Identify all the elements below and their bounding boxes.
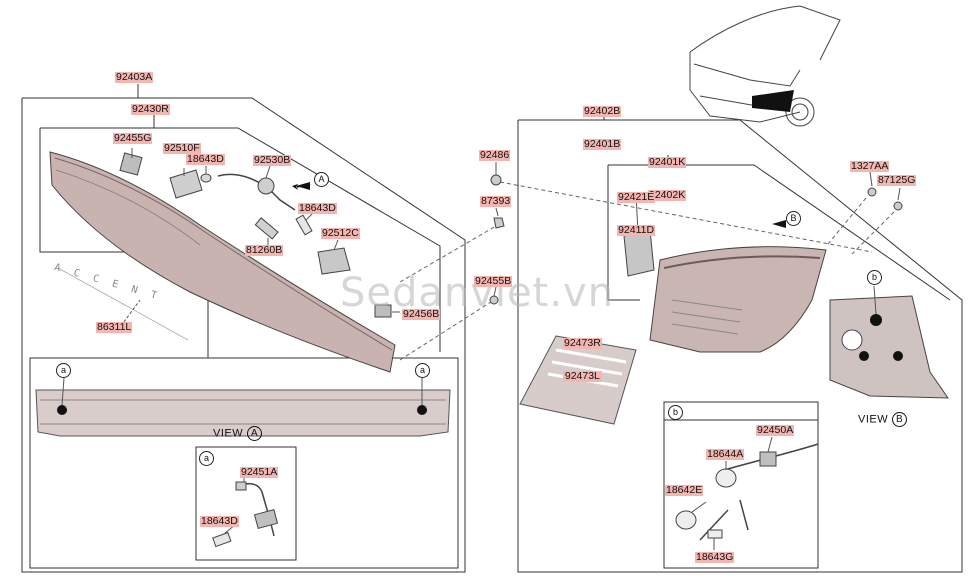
label-92402K: 92402K <box>648 189 687 201</box>
label-92450A: 92450A <box>756 424 795 436</box>
part-18643D-detail <box>212 531 232 548</box>
label-92411D: 92411D <box>617 224 656 236</box>
subassembly-outline-92430R <box>40 127 441 352</box>
car-sketch <box>689 5 841 127</box>
label-92456B: 92456B <box>402 308 441 320</box>
label-18643G: 18643G <box>695 551 735 563</box>
part-92486 <box>490 174 502 186</box>
label-92402B-92401B: 92402B 92401B <box>583 84 622 161</box>
marker-B: B <box>786 211 801 226</box>
marker-a-detail: a <box>199 451 214 466</box>
label-18642E: 18642E <box>665 484 704 496</box>
label-92473R-92473L: 92473R 92473L <box>563 316 602 393</box>
label-92421E-92411D: 92421E 92411D <box>617 170 656 247</box>
label-18643D-top: 18643D <box>186 153 225 165</box>
label-92451A: 92451A <box>240 466 279 478</box>
marker-b-view: b <box>867 270 882 285</box>
marker-a-left: a <box>56 363 71 378</box>
label-86311L: 86311L <box>96 321 133 333</box>
view-b-letter: B <box>892 412 908 427</box>
marker-a-right: a <box>415 363 430 378</box>
label-92512C: 92512C <box>321 227 360 239</box>
part-18643D-top <box>200 173 212 183</box>
view-a-letter: A <box>247 426 263 441</box>
label-92473R: 92473R <box>563 337 602 349</box>
label-92530B: 92530B <box>253 154 292 166</box>
view-a-text: VIEW <box>213 427 244 440</box>
label-92403A: 92403A <box>115 71 154 83</box>
label-87393: 87393 <box>480 195 512 207</box>
part-92455G <box>119 152 143 176</box>
label-92401K: 92401K <box>648 156 687 168</box>
label-1327AA: 1327AA <box>850 160 890 172</box>
marker-b-detail: b <box>668 405 683 420</box>
label-92402B: 92402B <box>583 105 622 117</box>
assembly-outline-right <box>517 119 963 573</box>
part-1327AA <box>867 187 877 197</box>
arrow-B <box>772 220 786 228</box>
rear-lamp <box>649 246 827 353</box>
part-92450A <box>699 443 819 541</box>
part-92512C <box>317 247 351 275</box>
marker-A: A <box>314 172 329 187</box>
view-a-box <box>29 357 459 569</box>
part-18643G <box>707 529 723 539</box>
label-92430R: 92430R <box>131 103 170 115</box>
part-81260B <box>254 217 279 240</box>
label-92421E: 92421E <box>617 191 656 203</box>
part-87393 <box>493 217 505 229</box>
label-92455B: 92455B <box>474 275 513 287</box>
assembly-outline-left <box>21 97 466 573</box>
label-92455G: 92455G <box>113 132 153 144</box>
part-92510F <box>169 169 203 199</box>
part-87125G <box>893 201 903 211</box>
label-92510F: 92510F <box>163 142 201 154</box>
detail-a-box <box>195 446 297 561</box>
label-18643D-mid: 18643D <box>298 202 337 214</box>
part-92530B <box>217 173 296 211</box>
arrow-A <box>292 184 312 190</box>
part-18642E <box>675 510 697 530</box>
part-92451A <box>239 482 275 537</box>
label-92473L: 92473L <box>563 370 602 382</box>
detail-b-box <box>663 401 819 569</box>
label-18644A: 18644A <box>706 448 745 460</box>
label-81260B: 81260B <box>245 244 284 256</box>
part-18643D-mid <box>295 214 313 236</box>
label-92486: 92486 <box>479 149 511 161</box>
label-92401B: 92401B <box>583 138 622 150</box>
view-b-lamp <box>829 295 949 399</box>
view-b-text: VIEW <box>858 413 889 426</box>
part-92456B <box>374 304 392 318</box>
label-92401K-92402K: 92401K 92402K <box>648 135 687 212</box>
garnish-bar <box>49 151 396 373</box>
label-18643D-detail: 18643D <box>200 515 239 527</box>
part-18644A <box>715 468 737 488</box>
label-87125G: 87125G <box>877 174 917 186</box>
